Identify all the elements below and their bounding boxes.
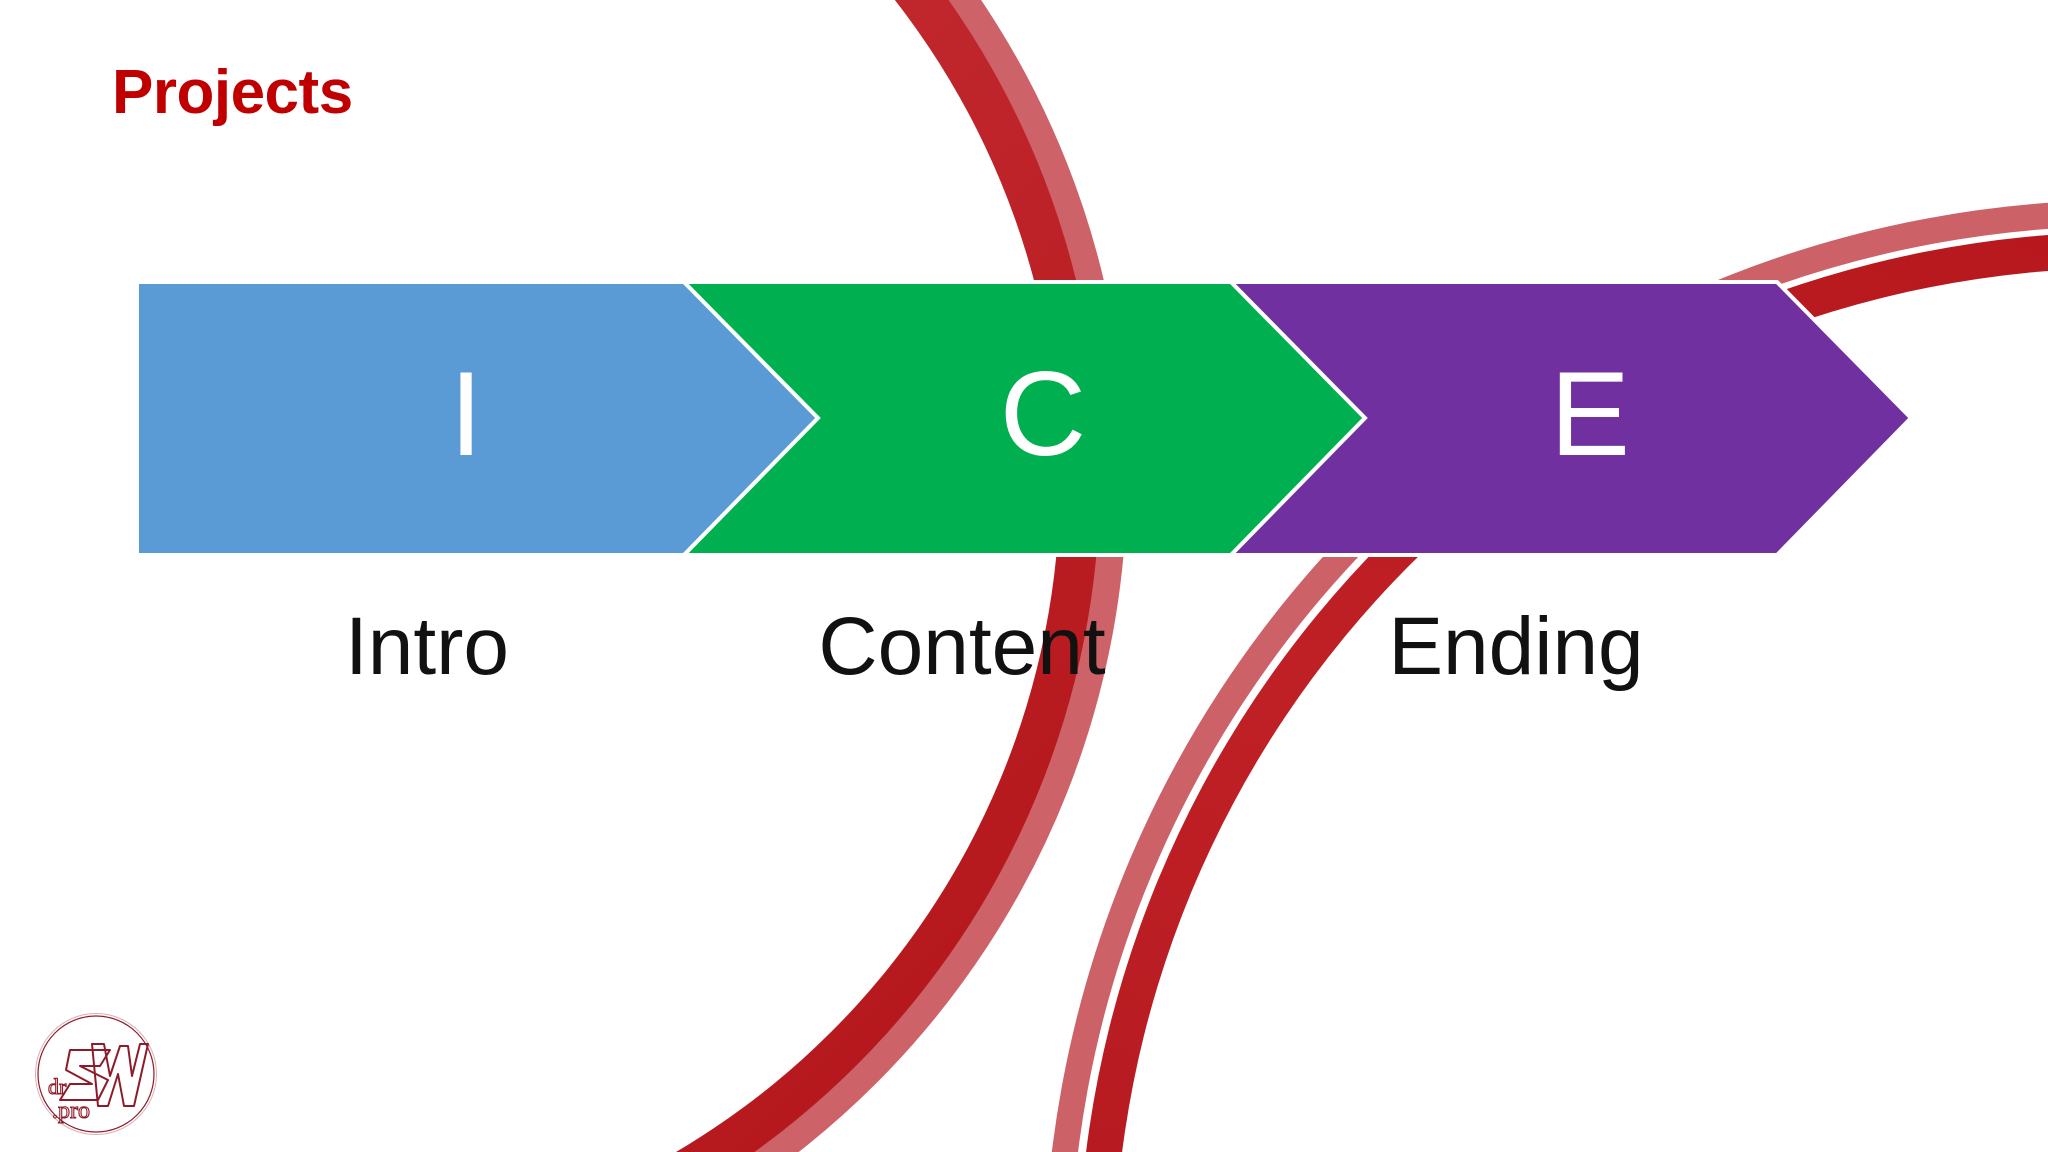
logo-icon: dr .pro (37, 1015, 155, 1133)
page-title: Projects (112, 58, 353, 127)
chevron-step-3-caption: Ending (1388, 601, 1644, 692)
logo-suffix-text: .pro (52, 1098, 90, 1124)
brand-logo[interactable]: dr .pro (36, 1014, 156, 1134)
chevron-step-2-letter: C (999, 347, 1087, 481)
chevron-step-2-caption: Content (818, 601, 1106, 692)
logo-w-mark (91, 1043, 149, 1107)
chevron-step-1-caption: Intro (344, 601, 510, 692)
chevron-step-3-shape[interactable] (1226, 280, 1914, 557)
chevron-step-1-letter: I (449, 347, 483, 481)
chevron-step-3-letter: E (1549, 347, 1631, 481)
logo-prefix-text: dr (48, 1074, 67, 1099)
